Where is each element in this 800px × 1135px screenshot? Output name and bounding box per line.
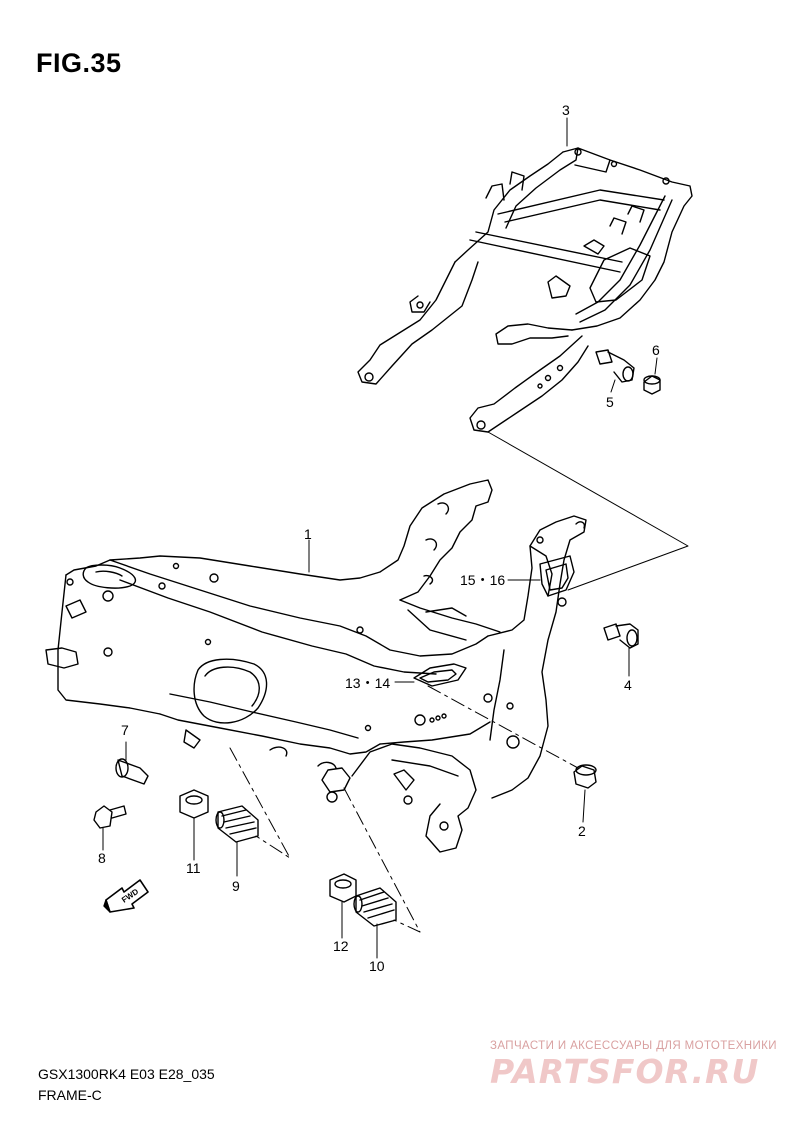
adjuster-9 [215, 805, 259, 843]
callout-15-16: 15・16 [460, 572, 506, 588]
callout-7: 7 [121, 722, 129, 738]
bolt-4 [603, 623, 639, 649]
callout-9: 9 [232, 878, 240, 894]
callout-5: 5 [606, 394, 614, 410]
fwd-arrow-icon: FWD [103, 879, 149, 913]
callout-3: 3 [562, 102, 570, 118]
seat-rail-subframe [357, 147, 693, 433]
side-cover-plate-13-14 [413, 663, 467, 687]
main-frame [45, 479, 587, 853]
callout-6: 6 [652, 342, 660, 358]
callout-8: 8 [98, 850, 106, 866]
callout-4: 4 [624, 677, 632, 693]
side-cover-plate-15-16 [539, 555, 575, 597]
bolt-5 [595, 349, 635, 383]
watermark-tagline: ЗАПЧАСТИ И АКСЕССУАРЫ ДЛЯ МОТОТЕХНИКИ [490, 1040, 777, 1052]
nut-11 [179, 789, 209, 819]
bolt-8 [93, 805, 127, 829]
nut-12 [329, 873, 357, 903]
cap-6 [643, 375, 661, 395]
figure-title: FIG.35 [36, 48, 122, 78]
leader-lines [102, 117, 689, 959]
callout-2: 2 [578, 823, 586, 839]
adjuster-10 [353, 887, 397, 927]
callout-10: 10 [369, 958, 385, 974]
collar-7 [115, 758, 149, 785]
watermark-logo: PARTSFOR.RU [490, 1052, 760, 1091]
callout-12: 12 [333, 938, 349, 954]
plug-2 [573, 764, 597, 789]
callout-11: 11 [186, 860, 201, 876]
callout-1: 1 [304, 526, 312, 542]
callout-13-14: 13・14 [345, 675, 391, 691]
model-code: GSX1300RK4 E03 E28_035 [38, 1066, 215, 1082]
section-name: FRAME-C [38, 1087, 102, 1103]
